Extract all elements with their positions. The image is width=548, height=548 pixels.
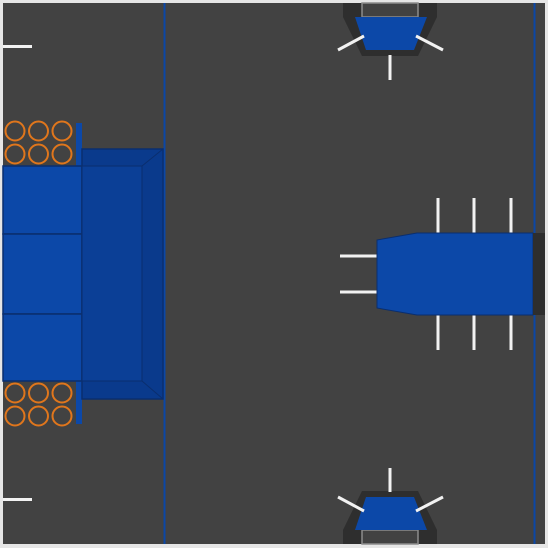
robot-sensor-lines <box>337 468 444 513</box>
robot-icon <box>343 491 437 545</box>
goal-segment-2 <box>2 233 83 315</box>
goal-segment-3 <box>2 313 83 382</box>
robot-icon <box>343 2 437 56</box>
robot-bottom <box>337 468 444 545</box>
ring-icon <box>4 120 73 165</box>
ring-stack-top <box>3 119 82 166</box>
robot-right <box>340 198 545 350</box>
field-mark-top <box>3 45 32 48</box>
goal-icon <box>2 148 164 400</box>
robot-top <box>337 2 444 80</box>
ring-icon <box>4 382 73 427</box>
robot-icon <box>376 232 545 316</box>
ring-stack-bottom <box>3 381 82 428</box>
goal-segment-1 <box>2 165 83 235</box>
field-mark-bottom <box>3 498 32 501</box>
robot-sensor-lines <box>337 34 444 80</box>
goal-ramp-inner <box>81 165 143 382</box>
robot-sensor-lines <box>340 198 513 350</box>
